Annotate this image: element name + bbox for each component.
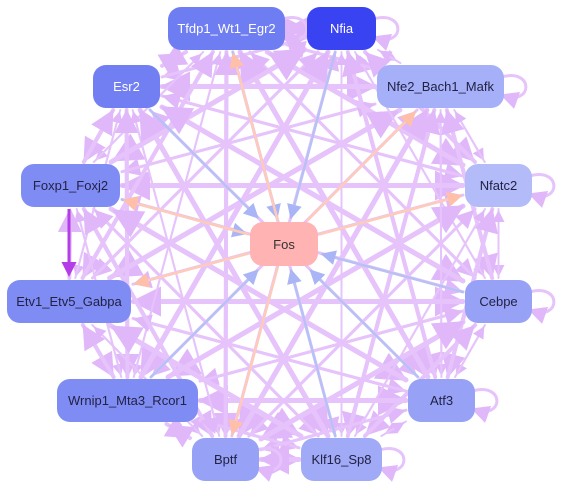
- node-tfdp1_wt1_egr2[interactable]: Tfdp1_Wt1_Egr2: [168, 7, 285, 50]
- edge-foxp1_foxj2-to-nfe2_bach1_mafk: [120, 100, 375, 174]
- node-label: Foxp1_Foxj2: [32, 178, 109, 193]
- self-loop-nfia: [371, 16, 400, 51]
- node-nfatc2[interactable]: Nfatc2: [465, 164, 532, 207]
- self-loop-tfdp1_wt1_egr2: [280, 16, 309, 51]
- edge-wrnip1_mta3_rcor1-to-fos: [149, 269, 259, 379]
- self-loop-bptf: [254, 447, 283, 482]
- node-label: Nfia: [329, 21, 354, 36]
- edge-wrnip1_mta3_rcor1-to-nfia: [138, 50, 329, 380]
- edge-nfe2_bach1_mafk-to-nfia: [379, 50, 402, 64]
- node-label: Nfe2_Bach1_Mafk: [387, 79, 494, 94]
- self-loop-nfe2_bach1_mafk: [499, 74, 528, 109]
- node-label: Atf3: [429, 393, 454, 408]
- edge-cebpe-to-fos: [320, 250, 465, 294]
- node-atf3[interactable]: Atf3: [408, 379, 475, 422]
- edge-klf16_sp8-to-esr2: [139, 108, 331, 439]
- edge-etv1_etv5_gabpa-to-nfia: [90, 52, 318, 280]
- node-cebpe[interactable]: Cebpe: [465, 280, 532, 323]
- node-label: Esr2: [113, 79, 140, 94]
- node-label: Etv1_Etv5_Gabpa: [16, 294, 122, 309]
- node-esr2[interactable]: Esr2: [93, 65, 160, 108]
- self-loops-layer: [254, 16, 556, 482]
- edge-atf3-to-fos: [309, 269, 420, 379]
- edge-cebpe-to-esr2: [160, 106, 466, 284]
- edge-bptf-to-tfdp1_wt1_egr2: [214, 51, 239, 438]
- node-etv1_etv5_gabpa[interactable]: Etv1_Etv5_Gabpa: [7, 280, 131, 323]
- edge-atf3-to-nfia: [342, 51, 438, 379]
- edge-wrnip1_mta3_rcor1-to-nfatc2: [165, 205, 465, 380]
- edge-atf3-to-cebpe: [454, 326, 485, 378]
- edge-fos-to-etv1_etv5_gabpa: [133, 252, 250, 288]
- edge-etv1_etv5_gabpa-to-nfe2_bach1_mafk: [107, 110, 400, 281]
- edge-esr2-to-fos: [148, 108, 259, 219]
- edge-klf16_sp8-to-nfatc2: [353, 210, 485, 437]
- edge-foxp1_foxj2-to-esr2: [81, 109, 114, 164]
- edge-bptf-to-nfatc2: [247, 209, 475, 438]
- edge-klf16_sp8-to-etv1_etv5_gabpa: [110, 325, 304, 439]
- edge-klf16_sp8-to-fos: [287, 268, 337, 438]
- node-fos[interactable]: Fos: [250, 222, 318, 266]
- node-foxp1_foxj2[interactable]: Foxp1_Foxj2: [21, 164, 120, 207]
- node-label: Klf16_Sp8: [311, 452, 372, 467]
- edge-fos-to-bptf: [228, 266, 279, 436]
- edge-fos-to-tfdp1_wt1_egr2: [229, 52, 279, 222]
- node-nfia[interactable]: Nfia: [307, 7, 376, 50]
- node-klf16_sp8[interactable]: Klf16_Sp8: [301, 438, 382, 481]
- edge-bptf-to-nfe2_bach1_mafk: [236, 108, 428, 439]
- node-bptf[interactable]: Bptf: [192, 438, 259, 481]
- edge-klf16_sp8-to-foxp1_foxj2: [94, 209, 320, 438]
- edge-fos-to-foxp1_foxj2: [122, 196, 250, 236]
- edge-klf16_sp8-to-nfe2_bach1_mafk: [345, 109, 440, 438]
- edge-nfia-to-fos: [287, 50, 337, 220]
- node-label: Tfdp1_Wt1_Egr2: [177, 21, 276, 36]
- edge-klf16_sp8-to-wrnip1_mta3_rcor1: [200, 416, 301, 450]
- node-nfe2_bach1_mafk[interactable]: Nfe2_Bach1_Mafk: [377, 65, 504, 108]
- node-label: Cebpe: [479, 294, 518, 309]
- self-loop-nfatc2: [527, 173, 556, 208]
- self-loop-cebpe: [527, 289, 556, 324]
- edge-atf3-to-foxp1_foxj2: [111, 209, 409, 383]
- edge-klf16_sp8-to-atf3: [380, 422, 405, 437]
- edge-fos-to-nfe2_bach1_mafk: [306, 111, 416, 222]
- self-loop-atf3: [470, 388, 499, 423]
- edge-bptf-to-wrnip1_mta3_rcor1: [168, 424, 195, 448]
- node-label: Wrnip1_Mta3_Rcor1: [68, 393, 187, 408]
- edge-fos-to-nfatc2: [318, 192, 463, 236]
- edge-atf3-to-tfdp1_wt1_egr2: [239, 50, 431, 380]
- node-label: Bptf: [213, 452, 238, 467]
- edge-esr2-to-tfdp1_wt1_egr2: [157, 52, 185, 76]
- edge-wrnip1_mta3_rcor1-to-cebpe: [198, 306, 463, 383]
- node-label: Nfatc2: [479, 178, 518, 193]
- edges-layer: [57, 13, 505, 475]
- edge-cebpe-to-tfdp1_wt1_egr2: [250, 52, 477, 280]
- edge-wrnip1_mta3_rcor1-to-etv1_etv5_gabpa: [82, 324, 116, 379]
- node-label: Fos: [273, 236, 295, 252]
- self-loop-klf16_sp8: [377, 447, 406, 482]
- node-wrnip1_mta3_rcor1[interactable]: Wrnip1_Mta3_Rcor1: [57, 379, 198, 422]
